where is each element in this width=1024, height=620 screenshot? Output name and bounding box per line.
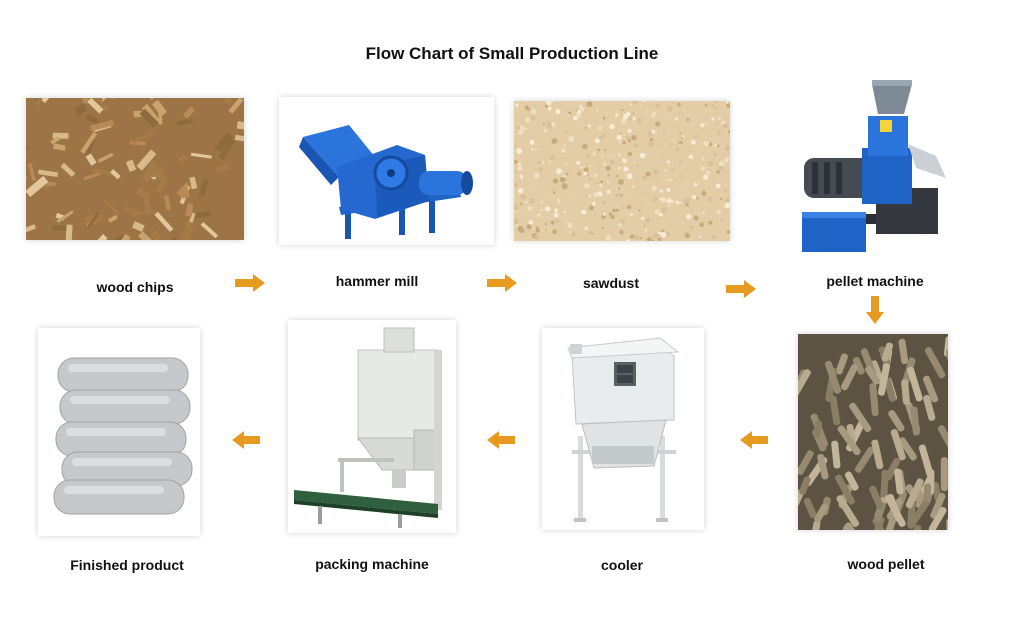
arrow-right-icon xyxy=(726,280,756,298)
arrow-right-icon xyxy=(487,274,517,292)
arrow-left-icon xyxy=(232,431,260,449)
pellet-machine-photo xyxy=(764,78,990,258)
arrow-down-icon xyxy=(866,296,884,324)
wood-chips-photo xyxy=(26,98,244,240)
cooler-photo xyxy=(542,328,704,530)
step-label-wood-chips: wood chips xyxy=(96,279,174,295)
chart-title: Flow Chart of Small Production Line xyxy=(365,44,659,63)
packing-machine-photo xyxy=(288,320,456,533)
step-label-pellet-machine: pellet machine xyxy=(826,273,924,289)
step-label-wood-pellet: wood pellet xyxy=(847,556,925,572)
step-label-cooler: cooler xyxy=(600,557,643,573)
step-label-hammer-mill: hammer mill xyxy=(335,273,419,289)
finished-product-photo xyxy=(38,328,200,536)
step-label-sawdust: sawdust xyxy=(582,275,639,291)
step-label-packing-machine: packing machine xyxy=(315,556,429,572)
arrow-left-icon xyxy=(487,431,515,449)
sawdust-photo xyxy=(514,101,730,241)
arrow-left-icon xyxy=(740,431,768,449)
arrow-right-icon xyxy=(235,274,265,292)
wood-pellet-photo xyxy=(798,334,948,530)
step-label-finished-product: Finished product xyxy=(70,557,184,573)
hammer-mill-photo xyxy=(279,97,494,245)
